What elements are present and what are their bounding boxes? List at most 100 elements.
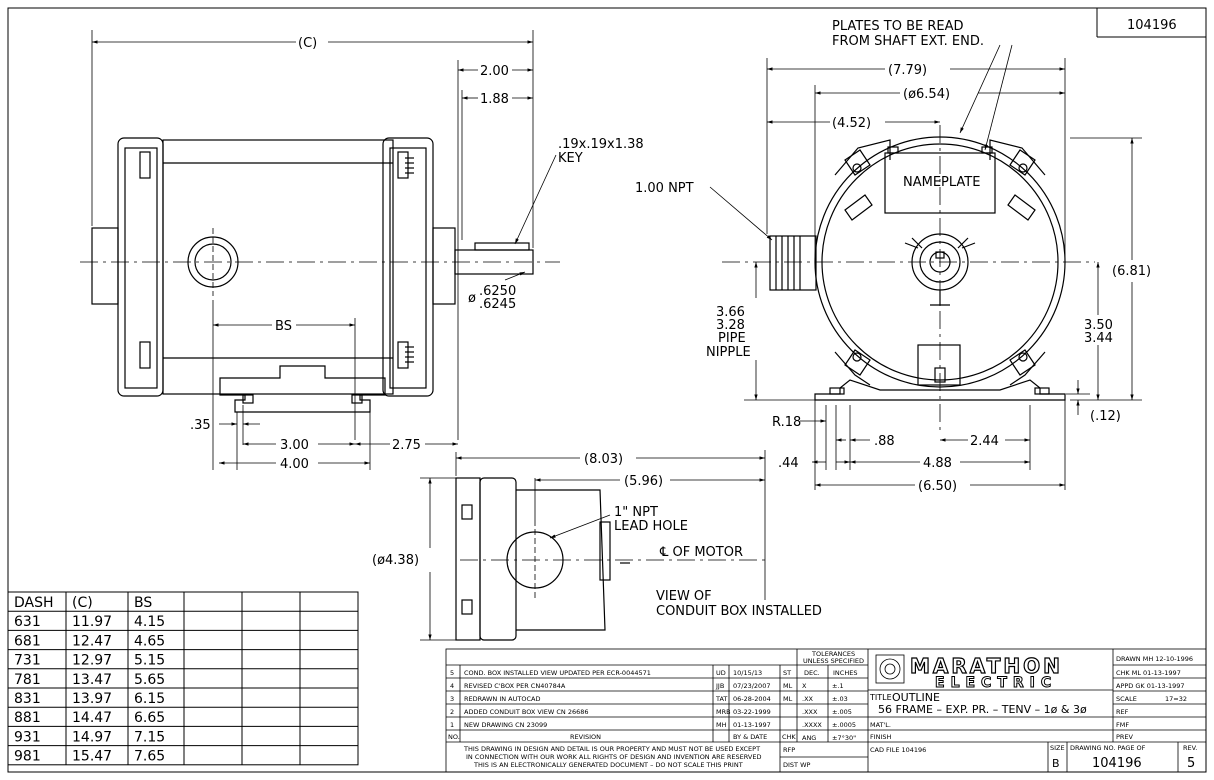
front-view xyxy=(91,137,534,413)
pipe-label-2: 3.28 xyxy=(716,318,745,333)
dash-table-cell: 4.15 xyxy=(134,614,165,630)
revision-cell: TAT xyxy=(715,695,727,703)
revision-cell: REVISED C'BOX PER CN40784A xyxy=(464,682,566,690)
tolerance-value: ±.1 xyxy=(832,682,844,690)
fmf-label: FMF xyxy=(1116,721,1129,729)
tol-inches: INCHES xyxy=(833,669,857,677)
rev-header-no: NO. xyxy=(448,733,460,741)
dash-table-cell: 4.65 xyxy=(134,633,165,649)
nameplate-label: NAMEPLATE xyxy=(903,175,980,190)
dim-r-18: R.18 xyxy=(772,415,801,430)
ref-label: REF xyxy=(1116,708,1129,716)
shaft-dia-2: .6245 xyxy=(479,297,516,312)
tolerance-key: .XXXX xyxy=(802,721,822,729)
conduit-caption-1: VIEW OF xyxy=(656,589,712,604)
dim-6-81: (6.81) xyxy=(1112,264,1151,279)
appd-info: APPD GK 01-13-1997 xyxy=(1116,682,1185,690)
npt-label: 1.00 NPT xyxy=(635,181,694,196)
revision-cell: ADDED CONDUIT BOX VIEW CN 26686 xyxy=(464,708,589,716)
dash-table-cell: 12.47 xyxy=(72,633,112,649)
scale-label: SCALE xyxy=(1116,695,1137,703)
tol-title-1: TOLERANCES xyxy=(811,650,855,658)
dim-0-12: (.12) xyxy=(1090,409,1121,424)
revision-cell: 5 xyxy=(450,669,454,677)
chk-info: CHK ML 01-13-1997 xyxy=(1116,669,1181,677)
dash-table-cell: 13.47 xyxy=(72,672,112,688)
dash-table-cell: 14.97 xyxy=(72,729,112,745)
cad-file: CAD FILE 104196 xyxy=(870,746,926,754)
tolerance-value: ±7°30" xyxy=(832,734,856,742)
rev-label: REV. xyxy=(1183,744,1197,752)
dash-table-cell: 881 xyxy=(14,710,41,726)
tolerance-key: .XX xyxy=(802,695,814,703)
revision-cell: UD xyxy=(716,669,726,677)
pipe-nipple xyxy=(769,235,817,291)
dist-label: DIST WP xyxy=(783,761,811,769)
tolerance-key: X xyxy=(802,682,807,690)
dim-1-88: 1.88 xyxy=(480,92,509,107)
size-value: B xyxy=(1052,757,1060,770)
conduit-view xyxy=(455,477,630,641)
tolerance-key: .XXX xyxy=(802,708,818,716)
dim-2-75: 2.75 xyxy=(392,438,421,453)
dim-3-50: 3.50 xyxy=(1084,318,1113,333)
dash-table-cell: 731 xyxy=(14,653,41,669)
rev-header-chk: CHK xyxy=(782,733,796,741)
dash-table-cell: 11.97 xyxy=(72,614,112,630)
disclaimer-3: THIS IS AN ELECTRONICALLY GENERATED DOCU… xyxy=(473,761,743,769)
dim-6-54: (ø6.54) xyxy=(903,87,950,102)
centerline-label: ℄ OF MOTOR xyxy=(659,545,743,560)
revision-cell: JJB xyxy=(715,682,724,690)
revision-cell: 03-22-1999 xyxy=(733,708,771,716)
dash-table-header: DASH xyxy=(14,595,54,611)
motor-foot xyxy=(219,365,386,413)
revision-cell: REDRAWN IN AUTOCAD xyxy=(464,695,540,703)
revision-cell: NEW DRAWING CN 23099 xyxy=(464,721,547,729)
dash-table-cell: 831 xyxy=(14,691,41,707)
pipe-label-4: NIPPLE xyxy=(706,345,751,360)
revision-cell: MH xyxy=(716,721,727,729)
brand-electric: ELECTRIC xyxy=(935,675,1057,691)
motor-frame xyxy=(162,139,394,395)
scale-value: 17=32 xyxy=(1165,695,1187,703)
dim-5-96: (5.96) xyxy=(624,474,663,489)
dash-table-cell: 15.47 xyxy=(72,749,112,765)
shaft-dia-symbol: ø xyxy=(468,291,476,306)
dash-table-cell: 681 xyxy=(14,633,41,649)
dim-3-44: 3.44 xyxy=(1084,331,1113,346)
revision-cell: 4 xyxy=(450,682,454,690)
revision-cell: ST xyxy=(783,669,791,677)
dim-4-88: 4.88 xyxy=(923,456,952,471)
drawn-info: DRAWN MH 12-10-1996 xyxy=(1116,655,1193,663)
dash-table-cell: 981 xyxy=(14,749,41,765)
rfp-label: RFP xyxy=(783,746,795,754)
dim-6-50: (6.50) xyxy=(918,479,957,494)
dim-0-35: .35 xyxy=(190,418,211,433)
tol-dec: DEC. xyxy=(804,669,820,677)
rev-header-rev: REVISION xyxy=(570,733,601,741)
dash-table-cell: 14.47 xyxy=(72,710,112,726)
revision-cell: 1 xyxy=(450,721,454,729)
disclaimer-1: THIS DRAWING IN DESIGN AND DETAIL IS OUR… xyxy=(463,745,760,753)
revision-cell: 06-28-2004 xyxy=(733,695,771,703)
dash-table-cell: 781 xyxy=(14,672,41,688)
title-label: TITLE xyxy=(869,693,892,702)
title-block xyxy=(445,648,1207,773)
dash-table-cell: 5.15 xyxy=(134,653,165,669)
revision-cell: ML xyxy=(783,682,793,690)
tolerance-value: ±.005 xyxy=(832,708,852,716)
finish-label: FINISH xyxy=(870,733,892,741)
pipe-label-3: PIPE xyxy=(718,331,746,346)
dim-2-44: 2.44 xyxy=(970,434,999,449)
revision-cell: 07/23/2007 xyxy=(733,682,770,690)
dwg-label: DRAWING NO. PAGE OF xyxy=(1070,744,1146,752)
dim-0-88: .88 xyxy=(874,434,895,449)
revision-cell: ML xyxy=(783,695,793,703)
rev-value: 5 xyxy=(1187,756,1195,771)
dash-table-cell: 7.15 xyxy=(134,729,165,745)
conduit-caption-2: CONDUIT BOX INSTALLED xyxy=(656,604,822,619)
